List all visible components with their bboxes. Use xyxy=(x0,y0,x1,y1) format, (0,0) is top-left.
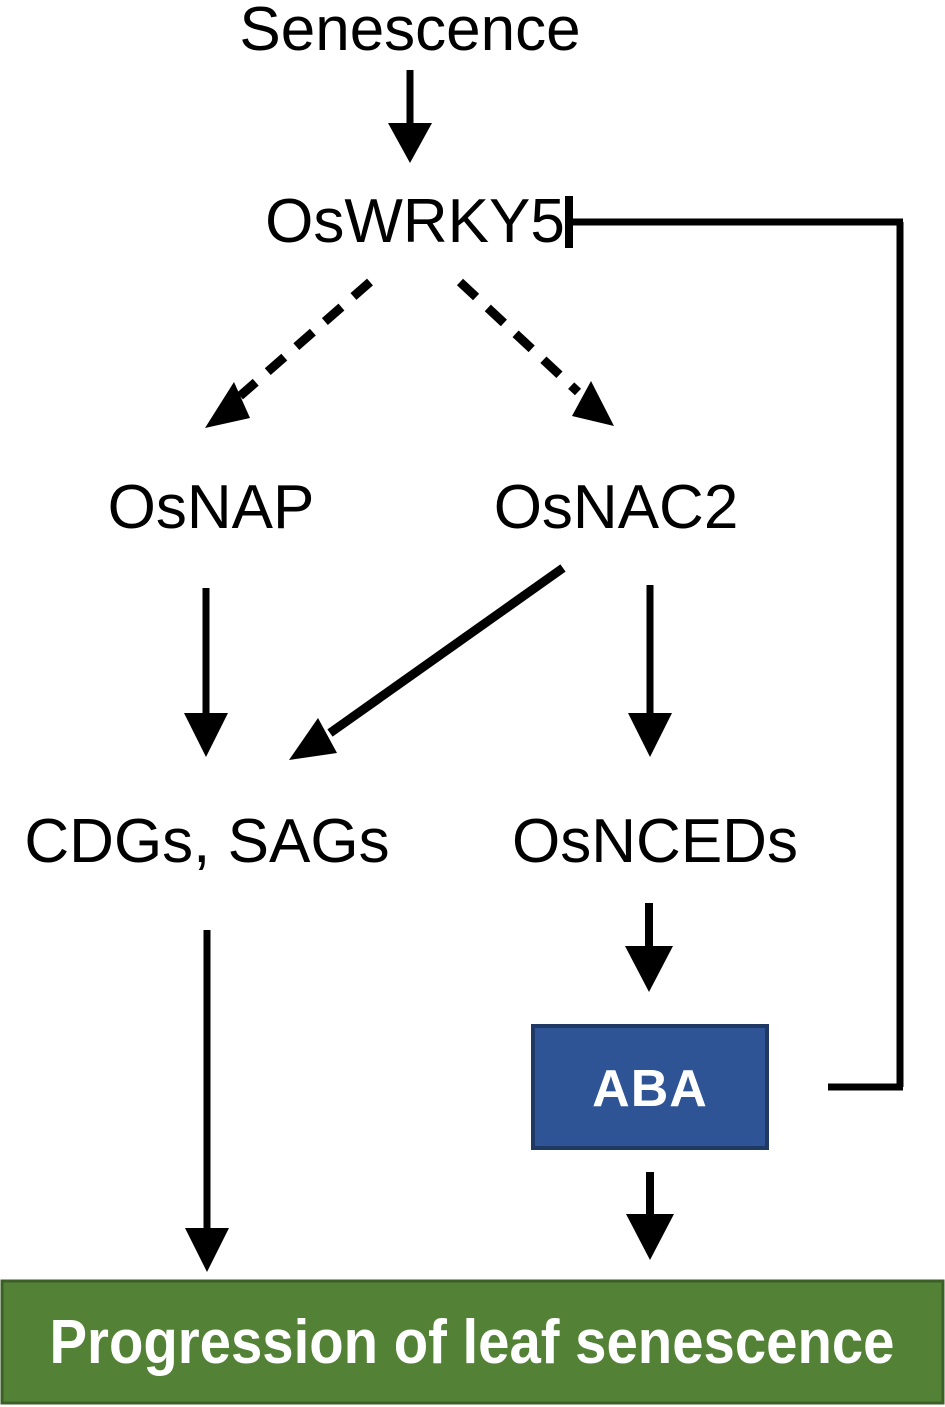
node-oswrky5: OsWRKY5 xyxy=(265,187,565,256)
node-aba-box: ABA xyxy=(531,1024,769,1150)
edge-oswrky5-to-osnac2 xyxy=(456,278,614,426)
node-osnceds: OsNCEDs xyxy=(512,807,798,876)
arrow-head-icon xyxy=(289,718,337,760)
edge-cdgs-sags-to-progression xyxy=(185,930,229,1272)
edge-osnap-to-cdgs-sags xyxy=(184,588,228,757)
arrow-head-icon xyxy=(625,946,673,992)
node-osnac2: OsNAC2 xyxy=(494,473,739,542)
progression-banner-label: Progression of leaf senescence xyxy=(50,1308,895,1377)
aba-box-rect xyxy=(531,1024,769,1150)
arrow-head-icon xyxy=(184,713,228,757)
arrow-head-icon xyxy=(388,123,432,163)
arrow-head-icon xyxy=(628,713,672,757)
node-progression-banner: Progression of leaf senescence xyxy=(0,1279,945,1405)
node-osnap: OsNAP xyxy=(108,473,315,542)
arrow-head-icon xyxy=(572,381,614,426)
edge-osnceds-to-aba xyxy=(625,903,673,992)
edge-osnac2-to-osnceds xyxy=(628,585,672,757)
arrow-head-icon xyxy=(626,1214,674,1260)
aba-box-label: ABA xyxy=(592,1060,708,1118)
node-senescence: Senescence xyxy=(239,0,580,64)
arrow-head-icon xyxy=(185,1228,229,1272)
edge-senescence-to-oswrky5 xyxy=(388,70,432,163)
edge-osnac2-to-cdgs-sags xyxy=(289,564,566,760)
arrow-head-icon xyxy=(205,382,250,428)
edge-aba-to-progression xyxy=(626,1172,674,1260)
node-cdgs-sags: CDGs, SAGs xyxy=(24,807,389,876)
edge-oswrky5-to-osnap xyxy=(205,278,373,428)
progression-banner-rect xyxy=(0,1279,945,1405)
edge-aba-inhibits-oswrky5 xyxy=(565,196,904,1091)
